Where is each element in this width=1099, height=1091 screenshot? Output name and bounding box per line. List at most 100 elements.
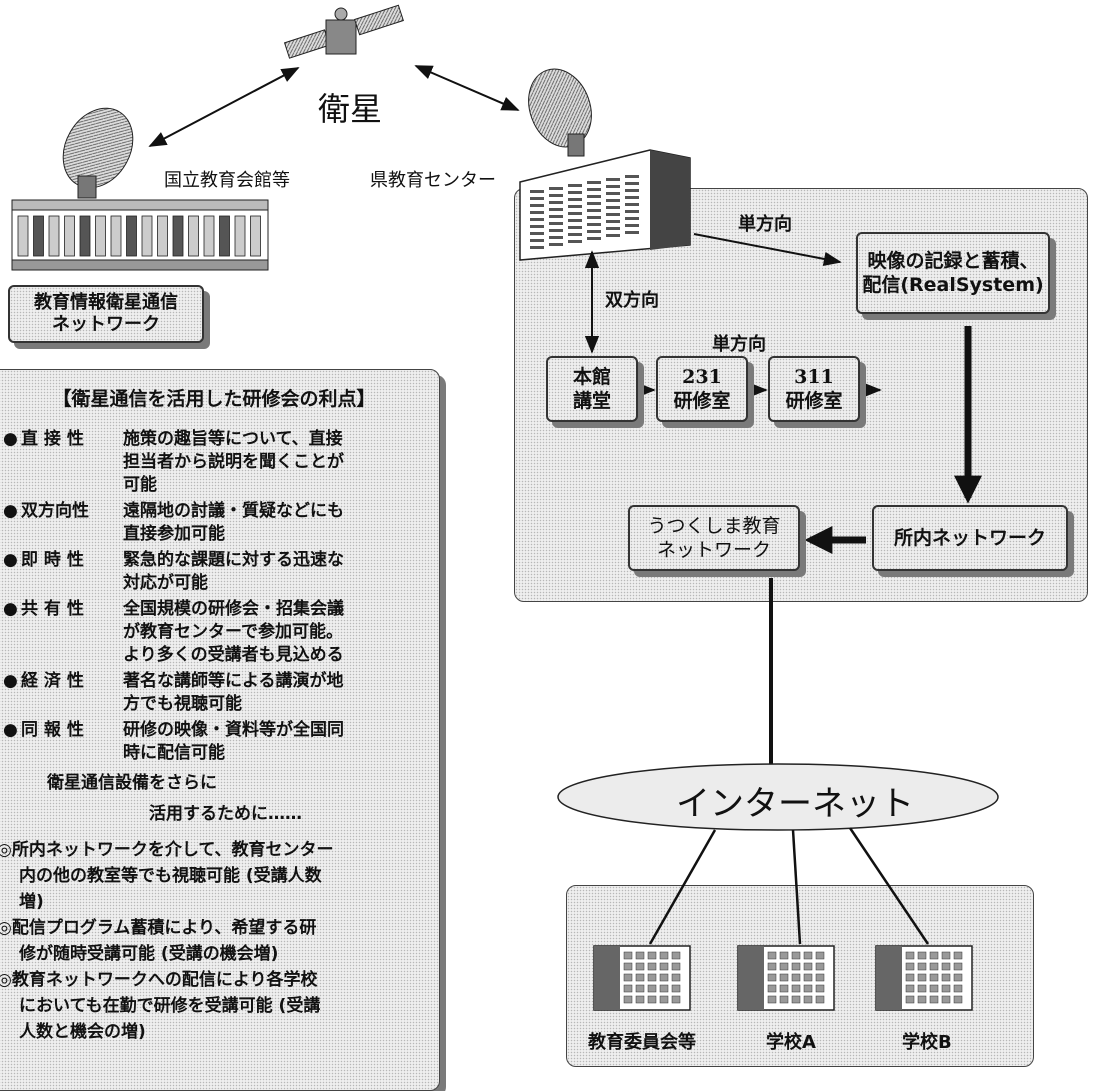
tower-window xyxy=(606,192,620,195)
benefit-description-line: 研修の映像・資料等が全国同 xyxy=(123,720,344,740)
tower-window xyxy=(587,202,601,205)
satellite-label: 衛星 xyxy=(318,90,383,128)
benefit-term: ●共 有 性 xyxy=(3,598,113,621)
tower-window xyxy=(625,189,639,192)
benefit-term-label: 即 時 性 xyxy=(21,550,84,570)
satellite-link-left-arrow xyxy=(148,67,300,147)
tower-window xyxy=(568,191,582,194)
benefit-term: ●直 接 性 xyxy=(3,428,113,451)
tower-window xyxy=(587,216,601,219)
building-column xyxy=(141,215,153,257)
benefit-item: ●共 有 性全国規模の研修会・招集会議が教育センターで参加可能。より多くの受講者… xyxy=(0,598,417,667)
further-use-line: 活用するために…… xyxy=(149,804,302,824)
tower-window xyxy=(606,234,620,237)
benefit-description: 緊急的な課題に対する迅速な対応が可能 xyxy=(123,549,411,595)
tower-window xyxy=(530,197,544,200)
internet-label: インターネット xyxy=(676,784,914,824)
bullet-icon: ● xyxy=(3,599,18,619)
benefit-item: ●双方向性遠隔地の討議・質疑などにも直接参加可能 xyxy=(0,500,417,546)
further-use-line: 衛星通信設備をさらに xyxy=(47,773,217,793)
tower-window xyxy=(568,212,582,215)
extra-item-text: 内の他の教室等でも視聴可能 (受講人数 xyxy=(19,866,322,886)
tower-window xyxy=(587,209,601,212)
tower-window xyxy=(568,240,582,243)
benefit-description: 施策の趣旨等について、直接担当者から説明を聞くことが可能 xyxy=(123,428,411,497)
school-building-icon xyxy=(593,945,691,1011)
benefit-description-line: より多くの受講者も見込める xyxy=(123,645,344,665)
tower-window xyxy=(549,229,563,232)
tower-window xyxy=(568,205,582,208)
double-circle-icon: ◎ xyxy=(0,918,12,938)
tower-window xyxy=(530,232,544,235)
tower-window xyxy=(549,222,563,225)
benefit-description-line: 可能 xyxy=(123,475,157,495)
benefit-description-line: 時に配信可能 xyxy=(123,743,225,763)
endpoint-label-2: 学校A xyxy=(766,1032,816,1053)
extra-item-text: 配信プログラム蓄積により、希望する研 xyxy=(11,918,317,938)
satellite-icon xyxy=(283,4,404,59)
internet-cloud xyxy=(557,763,999,831)
building-column xyxy=(188,215,199,257)
satellite-link-right-arrow xyxy=(414,65,520,111)
one-way-top-label: 単方向 xyxy=(738,214,792,235)
building-column xyxy=(250,215,261,257)
internal-network-box: 所内ネットワーク xyxy=(872,505,1068,571)
extra-item: ◎配信プログラム蓄積により、希望する研 xyxy=(0,917,417,940)
tower-window xyxy=(568,233,582,236)
tower-window xyxy=(606,199,620,202)
benefit-description-line: 担当者から説明を聞くことが xyxy=(123,452,344,472)
tower-window xyxy=(625,224,639,227)
school-building-icon xyxy=(737,945,835,1011)
tower-window xyxy=(587,223,601,226)
tower-window xyxy=(606,213,620,216)
tower-window xyxy=(587,230,601,233)
benefit-term: ●即 時 性 xyxy=(3,549,113,572)
extra-item-line: 内の他の教室等でも視聴可能 (受講人数 xyxy=(19,865,439,888)
link-endpoint-3 xyxy=(848,827,930,945)
link-endpoint-1 xyxy=(648,829,717,945)
benefits-panel: 【衛星通信を活用した研修会の利点】 ●直 接 性施策の趣旨等について、直接担当者… xyxy=(0,369,440,1091)
extra-item-text: 教育ネットワークへの配信により各学校 xyxy=(11,970,318,990)
tower-window xyxy=(549,187,563,190)
extra-item-text: 増) xyxy=(19,892,44,912)
tower-window xyxy=(530,218,544,221)
tower-window xyxy=(549,194,563,197)
endpoint-label-3: 学校B xyxy=(902,1032,952,1053)
tower-window xyxy=(530,246,544,249)
building-column xyxy=(126,215,137,257)
bullet-icon: ● xyxy=(3,429,18,449)
tower-window xyxy=(625,231,639,234)
tower-window xyxy=(568,219,582,222)
extra-item-line: 修が随時受講可能 (受講の機会増) xyxy=(19,943,439,966)
left-site-label: 国立教育会館等 xyxy=(164,170,290,191)
center-dish-icon xyxy=(528,68,592,157)
benefit-term-label: 共 有 性 xyxy=(21,599,84,619)
tower-window xyxy=(568,184,582,187)
tower-window xyxy=(606,185,620,188)
benefit-term: ●同 報 性 xyxy=(3,719,113,742)
bullet-icon: ● xyxy=(3,671,18,691)
tower-window xyxy=(530,190,544,193)
extra-item-line: においても在勤で研修を受講可能 (受講 xyxy=(19,995,439,1018)
building-column xyxy=(219,215,230,257)
building-column xyxy=(203,215,215,257)
benefit-description-line: が教育センターで参加可能。 xyxy=(123,622,343,642)
tower-window xyxy=(530,239,544,242)
building-column xyxy=(234,215,246,257)
benefit-item: ●即 時 性緊急的な課題に対する迅速な対応が可能 xyxy=(0,549,417,595)
bullet-icon: ● xyxy=(3,501,18,521)
benefit-description-line: 著名な講師等による講演が地 xyxy=(123,671,344,691)
building-column xyxy=(157,215,168,257)
benefit-term-label: 双方向性 xyxy=(21,501,89,521)
benefit-item: ●同 報 性研修の映像・資料等が全国同時に配信可能 xyxy=(0,719,417,765)
tower-window xyxy=(625,175,639,178)
tower-window xyxy=(587,188,601,191)
building-column xyxy=(95,215,106,257)
extra-item: ◎所内ネットワークを介して、教育センター xyxy=(0,839,417,862)
tower-window xyxy=(606,178,620,181)
building-column xyxy=(33,215,44,257)
benefit-term-label: 直 接 性 xyxy=(21,429,84,449)
tower-window xyxy=(587,237,601,240)
